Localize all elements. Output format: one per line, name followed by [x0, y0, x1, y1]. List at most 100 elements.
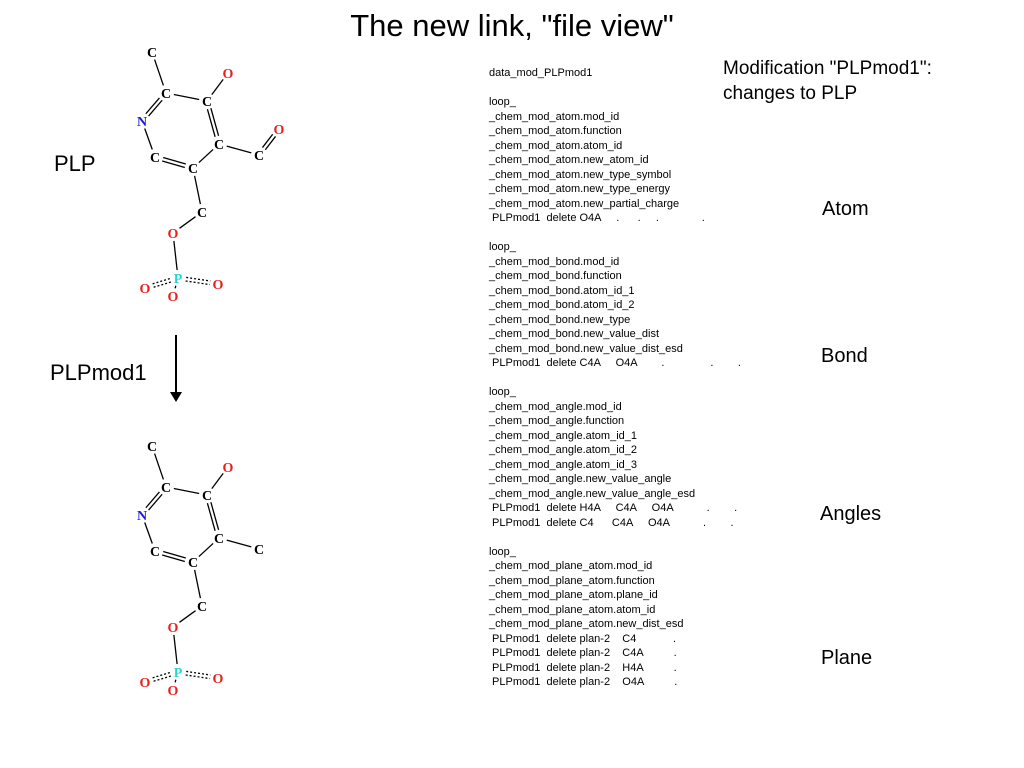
- atom-label-p: P: [174, 666, 183, 681]
- atom-label-o: O: [168, 684, 179, 699]
- atom-label-c: C: [188, 556, 198, 571]
- atom-label-o: O: [274, 123, 285, 138]
- modification-title-line-1: Modification "PLPmod1":: [723, 58, 932, 79]
- bond-line: [151, 277, 171, 285]
- cif-line: _chem_mod_angle.new_value_angle_esd: [489, 487, 696, 500]
- cif-line: PLPmod1 delete plan-2 O4A .: [489, 676, 678, 688]
- bond-line: [173, 93, 200, 101]
- cif-line: PLPmod1 delete H4A C4A O4A . .: [489, 502, 738, 514]
- atom-label-o: O: [213, 278, 224, 293]
- bond-line: [174, 679, 177, 683]
- atom-label-c: C: [202, 489, 212, 504]
- cif-file-listing: data_mod_PLPmod1 loop_ _chem_mod_atom.mod_…: [489, 66, 741, 690]
- atom-label-n: N: [137, 509, 147, 524]
- cif-line: _chem_mod_atom.new_type_energy: [489, 183, 671, 195]
- bond-line: [152, 675, 172, 683]
- bond-line: [211, 473, 224, 489]
- plpmod1-label: PLPmod1: [50, 360, 147, 385]
- cif-line: loop_: [489, 545, 516, 558]
- atom-label-c: C: [254, 543, 264, 558]
- cif-line: loop_: [489, 96, 516, 108]
- atom-label-o: O: [168, 290, 179, 305]
- cif-line: _chem_mod_angle.atom_id_2: [489, 444, 637, 456]
- bond-line: [198, 148, 214, 164]
- cif-line: _chem_mod_angle.atom_id_1: [489, 429, 637, 442]
- atom-label-o: O: [140, 282, 151, 297]
- atom-label-c: C: [150, 151, 160, 166]
- modification-title-line-2: changes to PLP: [723, 83, 858, 104]
- bond-line: [152, 281, 172, 289]
- bond-line: [163, 156, 186, 165]
- atom-label-p: P: [174, 272, 183, 287]
- plp-label: PLP: [54, 151, 96, 176]
- bond-line: [162, 554, 185, 563]
- cif-line: _chem_mod_plane_atom.new_dist_esd: [489, 618, 684, 630]
- cif-line: loop_: [489, 386, 516, 398]
- bond-line: [211, 79, 224, 95]
- page-title: The new link, "file view": [350, 8, 674, 43]
- bond-line: [198, 542, 214, 558]
- atom-label-o: O: [140, 676, 151, 691]
- cif-line: _chem_mod_bond.new_type: [489, 313, 631, 326]
- bond-line: [185, 674, 210, 680]
- bond-line: [264, 136, 277, 151]
- transform-arrow-head: [170, 392, 182, 402]
- angles-section-label: Angles: [820, 503, 882, 525]
- cif-line: _chem_mod_bond.atom_id_2: [489, 299, 635, 311]
- bond-line: [206, 503, 216, 531]
- cif-line: _chem_mod_bond.atom_id_1: [489, 284, 635, 297]
- atom-label-c: C: [202, 95, 212, 110]
- atom-label-c: C: [254, 149, 264, 164]
- bond-line: [174, 285, 177, 289]
- cif-line: _chem_mod_plane_atom.atom_id: [489, 603, 656, 616]
- bond-line: [226, 539, 252, 548]
- cif-line: PLPmod1 delete plan-2 C4 .: [489, 632, 677, 645]
- atom-label-c: C: [161, 87, 171, 102]
- cif-line: PLPmod1 delete O4A . . . .: [489, 212, 705, 224]
- bond-line: [144, 128, 153, 150]
- bond-line: [162, 160, 185, 169]
- bond-line: [185, 280, 210, 286]
- cif-line: _chem_mod_plane_atom.function: [489, 574, 655, 587]
- cif-line: _chem_mod_angle.mod_id: [489, 400, 622, 413]
- bond-section-label: Bond: [821, 345, 868, 367]
- atom-section-label: Atom: [822, 198, 869, 220]
- cif-line: _chem_mod_atom.new_partial_charge: [489, 197, 680, 210]
- atom-label-c: C: [147, 46, 157, 61]
- cif-line: data_mod_PLPmod1: [489, 67, 593, 79]
- atom-label-n: N: [137, 115, 147, 130]
- bond-line: [261, 133, 274, 148]
- cif-line: _chem_mod_plane_atom.mod_id: [489, 560, 653, 572]
- atom-label-c: C: [161, 481, 171, 496]
- atom-label-c: C: [147, 440, 157, 455]
- bond-line: [163, 550, 186, 559]
- transform-arrow-shaft: [175, 335, 177, 395]
- atom-label-c: C: [188, 162, 198, 177]
- atom-label-o: O: [223, 67, 234, 82]
- cif-line: _chem_mod_angle.function: [489, 415, 625, 427]
- atom-label-o: O: [168, 227, 179, 242]
- bond-line: [206, 109, 216, 137]
- atom-label-c: C: [150, 545, 160, 560]
- bond-line: [153, 59, 165, 86]
- bond-line: [151, 671, 171, 679]
- atom-label-o: O: [213, 672, 224, 687]
- cif-line: _chem_mod_bond.new_value_dist: [489, 328, 660, 340]
- bond-line: [145, 97, 160, 115]
- atom-label-o: O: [168, 621, 179, 636]
- atom-label-o: O: [223, 461, 234, 476]
- cif-line: loop_: [489, 241, 516, 253]
- cif-line: _chem_mod_atom.function: [489, 125, 622, 137]
- cif-line: _chem_mod_atom.mod_id: [489, 110, 620, 123]
- bond-line: [173, 634, 178, 665]
- bond-line: [153, 453, 165, 480]
- cif-line: _chem_mod_angle.atom_id_3: [489, 458, 637, 471]
- bond-line: [186, 670, 211, 676]
- cif-line: _chem_mod_bond.new_value_dist_esd: [489, 342, 683, 355]
- cif-line: PLPmod1 delete plan-2 H4A .: [489, 661, 677, 674]
- cif-line: PLPmod1 delete C4 C4A O4A . .: [489, 516, 734, 529]
- cif-line: _chem_mod_atom.new_type_symbol: [489, 168, 672, 181]
- cif-line: _chem_mod_plane_atom.plane_id: [489, 589, 658, 601]
- bond-line: [173, 487, 200, 495]
